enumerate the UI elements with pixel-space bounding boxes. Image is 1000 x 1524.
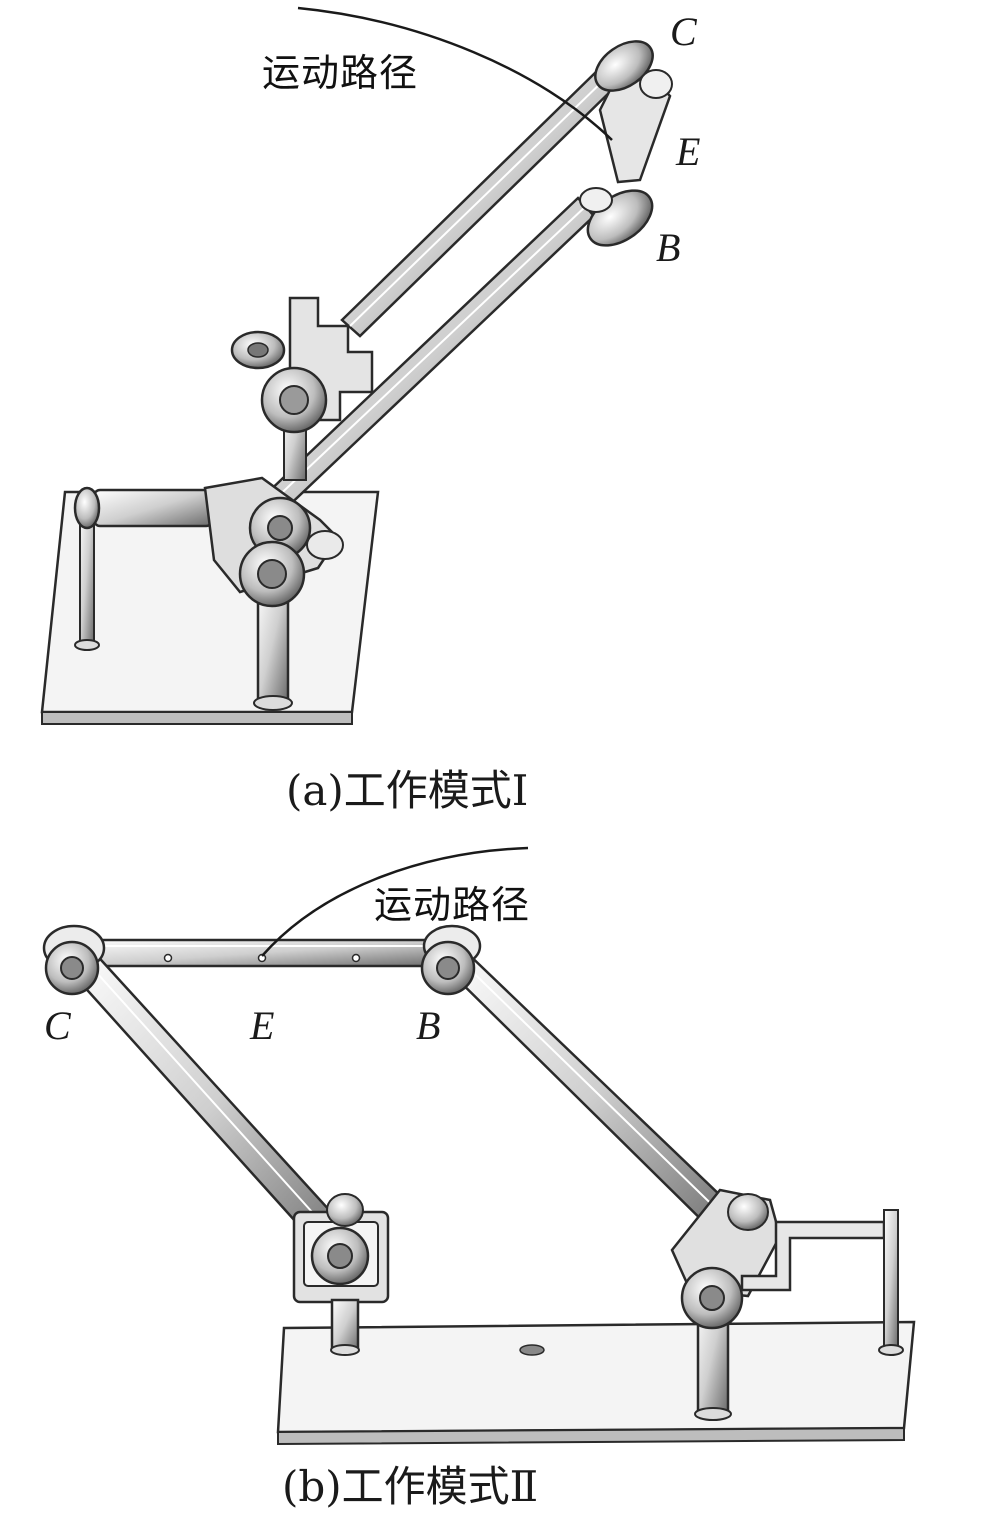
point-c-label-a: C — [670, 9, 697, 54]
joint-c-b — [42, 924, 106, 996]
point-e-label-b: E — [250, 1003, 275, 1048]
left-support-b — [292, 1193, 390, 1356]
caption-a: (a)工作模式Ⅰ — [286, 766, 529, 815]
link-b-b — [435, 946, 750, 1242]
middle-joint-a — [260, 366, 328, 481]
motion-path-label-b: 运动路径 — [374, 883, 531, 927]
mode-1-mechanism — [40, 6, 673, 725]
caption-b: (b)工作模式Ⅱ — [282, 1462, 539, 1511]
point-b-label-a: B — [656, 225, 681, 270]
joint-c-a — [594, 40, 673, 184]
right-support-b — [670, 1188, 904, 1421]
point-c-label-b: C — [44, 1003, 71, 1048]
motion-path-curve-a — [297, 6, 613, 141]
base-plate-b — [276, 1320, 916, 1446]
joint-b-b — [420, 924, 482, 996]
motion-path-curve-b — [261, 846, 529, 957]
point-e-label-a: E — [676, 129, 701, 174]
joint-b-a — [579, 187, 654, 247]
motion-path-label-a: 运动路径 — [262, 51, 419, 95]
mode-2-mechanism — [42, 846, 916, 1446]
link-cb-b — [68, 938, 450, 968]
point-b-label-b: B — [416, 1003, 441, 1048]
lower-joint-a — [203, 476, 344, 608]
